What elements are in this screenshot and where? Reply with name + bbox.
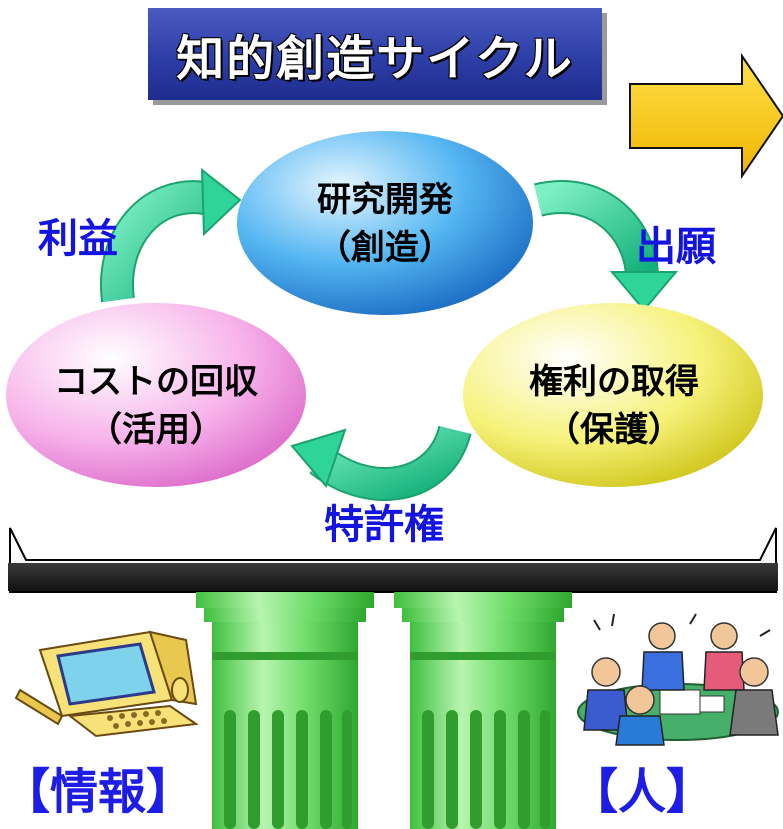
cycle-arrow-profit <box>100 167 242 303</box>
application-label: 出願 <box>636 224 716 270</box>
meeting-people-clipart-icon <box>577 613 779 746</box>
rights-node-label: 権利の取得 （保護） <box>484 358 744 454</box>
recovery-node-line2: （活用） <box>88 410 224 450</box>
recovery-node <box>6 303 306 487</box>
rights-node <box>463 303 763 487</box>
research-node <box>237 131 533 315</box>
profit-label: 利益 <box>38 216 118 262</box>
title-text: 知的創造サイクル <box>176 31 574 87</box>
cycle-arrow-application <box>534 180 679 312</box>
platform <box>8 527 778 593</box>
pillar-right <box>394 592 572 829</box>
computer-clipart-icon <box>14 630 199 738</box>
research-node-line1: 研究開発 <box>317 180 453 220</box>
right-arrow-icon <box>629 52 783 180</box>
pillar-left <box>196 592 374 829</box>
recovery-node-line1: コストの回収 <box>54 362 258 402</box>
rights-node-line2: （保護） <box>546 410 682 450</box>
patent-label: 特許権 <box>324 502 444 548</box>
title-banner: 知的創造サイクル <box>148 8 602 100</box>
cycle-arrow-patent <box>290 424 472 501</box>
recovery-node-label: コストの回収 （活用） <box>16 358 296 454</box>
research-node-line2: （創造） <box>317 228 453 268</box>
people-caption: 【人】 <box>570 764 715 820</box>
information-caption: 【情報】 <box>2 764 195 820</box>
research-node-label: 研究開発 （創造） <box>260 176 510 272</box>
rights-node-line1: 権利の取得 <box>529 362 699 402</box>
